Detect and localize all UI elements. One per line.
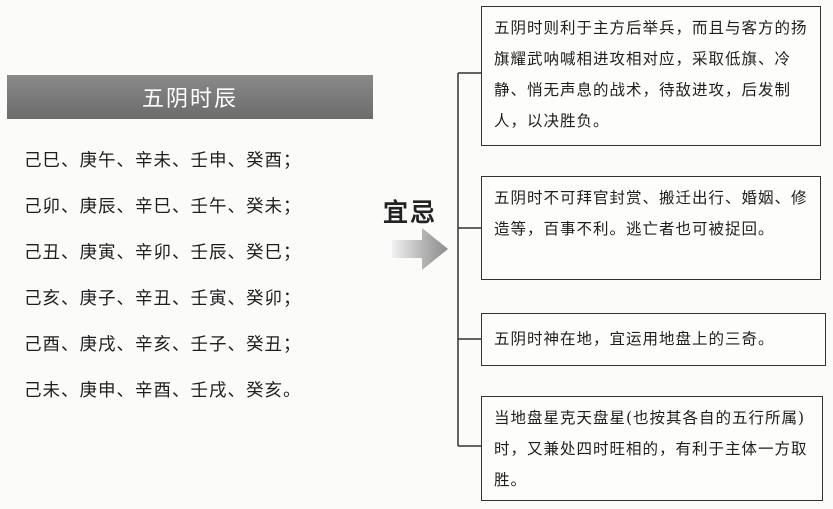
- yiji-label: 宜忌: [383, 198, 438, 227]
- note-box-2: 五阴时不可拜官封赏、搬迁出行、婚姻、修造等，百事不利。逃亡者也可被捉回。: [481, 176, 821, 280]
- stem-branch-line-1: 己巳、庚午、辛未、壬申、癸酉；: [24, 151, 302, 171]
- stem-branch-line-2: 己卯、庚辰、辛巳、壬午、癸未；: [24, 197, 302, 217]
- note-box-4: 当地盘星克天盘星(也按其各自的五行所属)时，又兼处四时旺相的，有利于主体一方取胜…: [481, 396, 823, 501]
- stem-branch-list: 己巳、庚午、辛未、壬申、癸酉； 己卯、庚辰、辛巳、壬午、癸未； 己丑、庚寅、辛卯…: [24, 145, 364, 421]
- section-title-bar: 五阴时辰: [7, 75, 373, 119]
- arrow-right-icon: [392, 228, 448, 270]
- stem-branch-line-5: 己酉、庚戌、辛亥、壬子、癸丑；: [24, 335, 302, 355]
- section-title: 五阴时辰: [141, 87, 238, 112]
- note-box-3: 五阴时神在地，宜运用地盘上的三奇。: [481, 313, 826, 366]
- branch-connector: [457, 72, 481, 447]
- note-box-1: 五阴时则利于主方后举兵，而且与客方的扬旗耀武呐喊相进攻相对应，采取低旗、冷静、悄…: [481, 6, 821, 146]
- stem-branch-line-3: 己丑、庚寅、辛卯、壬辰、癸巳；: [24, 243, 302, 263]
- stem-branch-line-6: 己未、庚申、辛酉、壬戌、癸亥。: [24, 381, 302, 401]
- stem-branch-line-4: 己亥、庚子、辛丑、壬寅、癸卯；: [24, 289, 302, 309]
